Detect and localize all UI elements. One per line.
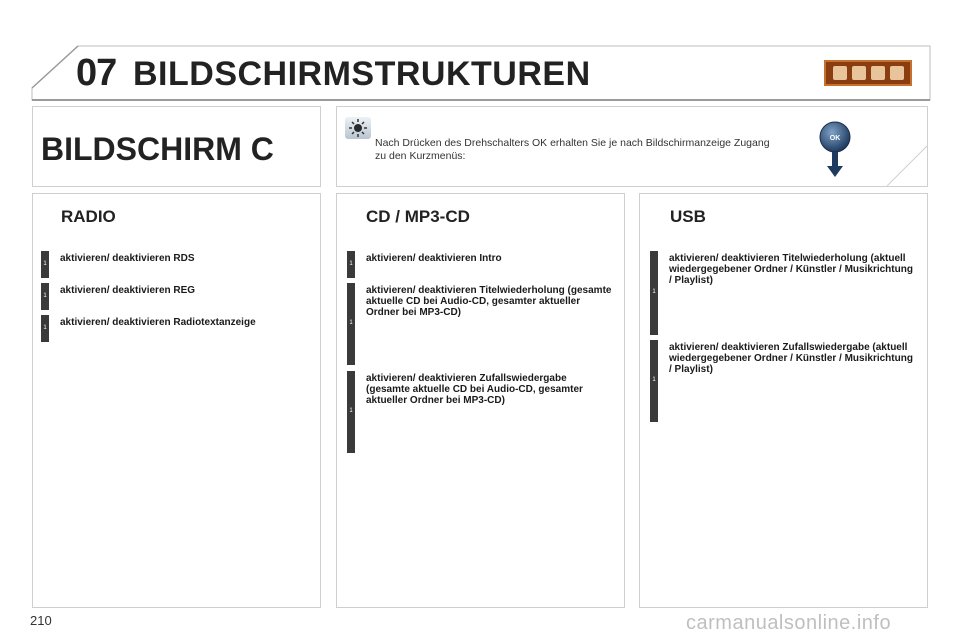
- usb-title: USB: [670, 207, 706, 226]
- usb-panel: USB 1 aktivieren/ deaktivieren Titelwied…: [639, 193, 928, 608]
- header-banner: [31, 45, 931, 101]
- entry-text: aktivieren/ deaktivieren Zufallswiederga…: [366, 373, 583, 406]
- ok-label: OK: [830, 135, 841, 142]
- entry-text: aktivieren/ deaktivieren Radiotextanzeig…: [60, 317, 256, 328]
- intro-panel: Nach Drücken des Drehschalters OK erhalt…: [336, 106, 928, 187]
- entry-text: aktivieren/ deaktivieren RDS: [60, 253, 195, 264]
- watermark: carmanualsonline.info: [686, 612, 892, 634]
- entry-text: aktivieren/ deaktivieren REG: [60, 285, 196, 296]
- level-bar: 1: [347, 251, 355, 278]
- cd-panel: CD / MP3-CD 1 aktivieren/ deaktivieren I…: [336, 193, 625, 608]
- screen-title: BILDSCHIRM C: [41, 131, 274, 167]
- chapter-icon: [870, 66, 885, 80]
- chapter-icon: [851, 66, 866, 80]
- level-bar: 1: [347, 283, 355, 365]
- chapter-icon: [832, 66, 847, 80]
- screen-title-panel: BILDSCHIRM C: [32, 106, 321, 187]
- chapter-icon: [889, 66, 904, 80]
- entry-text: aktivieren/ deaktivieren Zufallswiederga…: [669, 342, 913, 375]
- entry-text: aktivieren/ deaktivieren Intro: [366, 253, 502, 264]
- level-bar: 1: [41, 251, 49, 278]
- brightness-icon: [345, 117, 371, 139]
- radio-panel: RADIO 1 aktivieren/ deaktivieren RDS 1 a…: [32, 193, 321, 608]
- level-bar: 1: [650, 251, 658, 335]
- chapter-icons: [824, 60, 912, 86]
- intro-text: Nach Drücken des Drehschalters OK erhalt…: [375, 137, 770, 162]
- entry-text: aktivieren/ deaktivieren Titelwiederholu…: [669, 253, 913, 286]
- panel-corner: [887, 146, 927, 186]
- radio-title: RADIO: [61, 207, 116, 226]
- level-bar: 1: [41, 315, 49, 342]
- chapter-title: BILDSCHIRMSTRUKTUREN: [133, 55, 591, 93]
- entry-text: aktivieren/ deaktivieren Titelwiederholu…: [366, 285, 612, 318]
- level-bar: 1: [41, 283, 49, 310]
- level-bar: 1: [347, 371, 355, 453]
- cd-title: CD / MP3-CD: [366, 207, 470, 226]
- page-number: 210: [30, 613, 52, 628]
- level-bar: 1: [650, 340, 658, 422]
- ok-knob-icon: OK: [819, 121, 851, 177]
- chapter-number: 07: [76, 52, 117, 94]
